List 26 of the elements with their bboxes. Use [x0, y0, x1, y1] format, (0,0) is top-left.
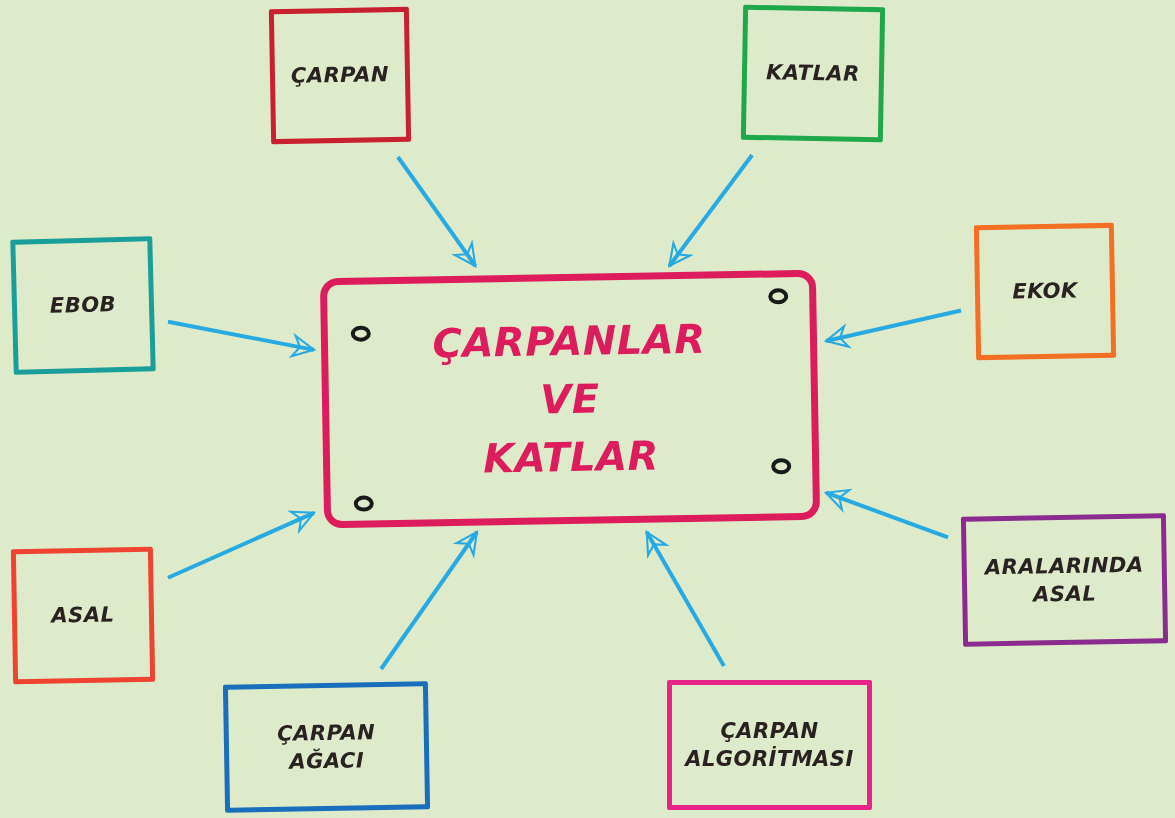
- arrow: [644, 530, 726, 667]
- title-board: [319, 269, 821, 529]
- arrow: [667, 153, 754, 268]
- concept-label: ÇARPAN: [290, 61, 390, 91]
- concept-box: [960, 513, 1169, 647]
- concept-box: [740, 4, 886, 143]
- arrow: [824, 308, 962, 348]
- arrow: [396, 155, 478, 268]
- arrow: [379, 530, 479, 671]
- concept-label: KATLAR: [765, 59, 861, 89]
- concept-box: [667, 680, 872, 810]
- concept-box: [268, 6, 412, 145]
- concept-label: EKOK: [1012, 277, 1078, 306]
- concept-box: [222, 681, 431, 813]
- arrow: [167, 319, 316, 358]
- concept-label: ÇARPAN ALGORİTMASI: [685, 717, 854, 773]
- arrow: [824, 489, 949, 540]
- concept-box: [10, 546, 156, 685]
- concept-label: EBOB: [49, 291, 117, 321]
- arrow: [167, 510, 316, 580]
- board-label: ÇARPANLAR VE KATLAR: [432, 314, 707, 484]
- concept-label: ÇARPAN AĞACI: [276, 718, 377, 776]
- concept-box: [10, 236, 156, 375]
- concept-label: ARALARINDA ASAL: [984, 551, 1145, 609]
- concept-label: ASAL: [51, 601, 115, 630]
- concept-box: [973, 222, 1117, 361]
